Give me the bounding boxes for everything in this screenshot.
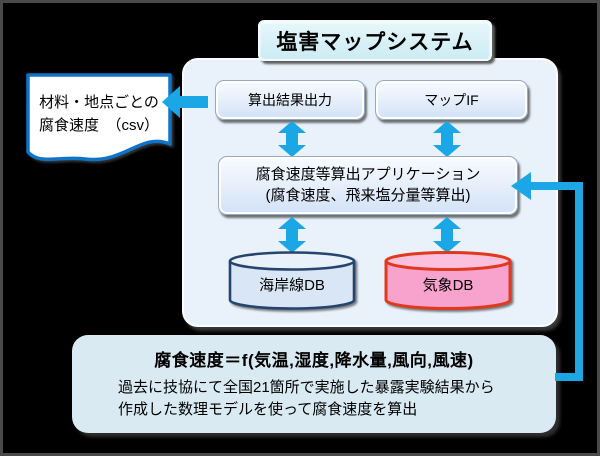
coastline-db-label: 海岸線DB <box>259 277 325 294</box>
map-if-box: マップIF <box>375 80 528 120</box>
bidirectional-arrow-icon <box>433 121 461 157</box>
formula-notes: 過去に技協にて全国21箇所で実施した暴露実験結果から 作成した数理モデルを使って… <box>118 377 556 421</box>
formula-note-line1: 過去に技協にて全国21箇所で実施した暴露実験結果から <box>118 379 495 396</box>
diagram-title-label: 塩害マップシステム <box>276 30 474 54</box>
bidirectional-arrow-icon <box>278 217 306 253</box>
coastline-db-cylinder: 海岸線DB <box>227 250 357 310</box>
diagram-title: 塩害マップシステム <box>258 20 492 61</box>
weather-db-label: 気象DB <box>422 277 474 294</box>
formula-text: 腐食速度＝f(気温,湿度,降水量,風向,風速) <box>154 351 474 370</box>
corrosion-app-line2: (腐食速度、飛来塩分量等算出) <box>265 186 471 204</box>
coastline-db-shape <box>228 251 356 310</box>
bidirectional-arrow-icon <box>278 121 306 157</box>
weather-db-cylinder: 気象DB <box>383 250 513 310</box>
output-arrow-left-icon <box>162 86 208 118</box>
bidirectional-arrow-icon <box>433 217 461 253</box>
formula-box: 腐食速度＝f(気温,湿度,降水量,風向,風速) 過去に技協にて全国21箇所で実施… <box>72 335 556 433</box>
csv-document-shape <box>26 73 172 162</box>
weather-db-shape <box>384 251 512 310</box>
formula-note-line2: 作成した数理モデルを使って腐食速度を算出 <box>118 400 418 418</box>
calc-result-output-box: 算出結果出力 <box>215 80 365 120</box>
formula-to-app-arrow <box>511 172 583 381</box>
corrosion-app-box: 腐食速度等算出アプリケーション (腐食速度、飛来塩分量等算出) <box>218 156 518 215</box>
calc-result-output-label: 算出結果出力 <box>248 92 332 108</box>
map-if-label: マップIF <box>424 92 479 108</box>
corrosion-app-line1: 腐食速度等算出アプリケーション <box>255 166 481 184</box>
csv-output-label: 材料・地点ごとの腐食速度 （csv） <box>38 94 159 134</box>
